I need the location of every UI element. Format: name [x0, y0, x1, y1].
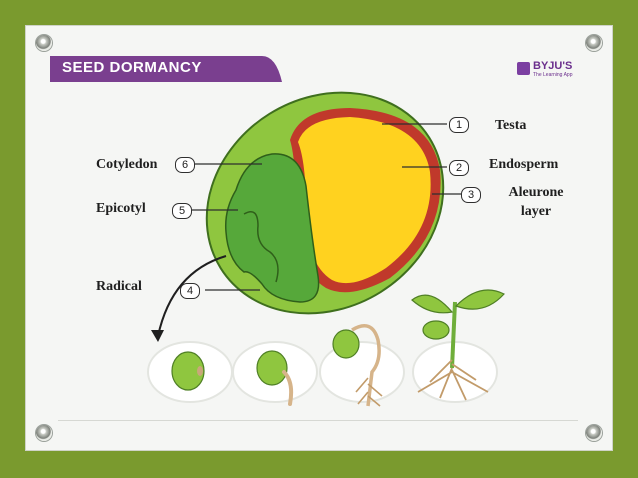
- brand-tagline: The Learning App: [533, 72, 573, 78]
- marker-6: 6: [175, 157, 195, 173]
- stage-3-stem: [351, 324, 381, 407]
- stage-3-cotyledon: [332, 329, 360, 359]
- title-band: [50, 56, 282, 82]
- page-title: SEED DORMANCY: [62, 59, 202, 76]
- label-radical: Radical: [96, 279, 142, 294]
- corner-pin-icon: [36, 35, 52, 51]
- stage-3-halo: [319, 341, 405, 403]
- corner-pin-icon: [586, 425, 602, 441]
- stage-2-seed: [256, 350, 288, 386]
- corner-pin-icon: [36, 425, 52, 441]
- stage-3-roots: [355, 377, 383, 407]
- label-endosperm: Endosperm: [489, 157, 559, 172]
- stage-4-roots: [417, 359, 489, 401]
- stage-4-leaf-right: [454, 289, 505, 310]
- stage-1-seed: [171, 351, 205, 391]
- endosperm: [298, 117, 431, 284]
- label-aleurone-layer: Aleurone layer: [508, 185, 564, 219]
- marker-5: 5: [172, 203, 192, 219]
- arrow-head-icon: [151, 330, 164, 342]
- stage-4-halo: [412, 341, 498, 403]
- marker-1: 1: [449, 117, 469, 133]
- brand-name: BYJU'S: [533, 60, 573, 72]
- label-epicotyl: Epicotyl: [96, 201, 146, 216]
- marker-3: 3: [461, 187, 481, 203]
- marker-4: 4: [180, 283, 200, 299]
- corner-pin-icon: [586, 35, 602, 51]
- embryo: [224, 153, 320, 303]
- stage-4-cotyledon: [422, 320, 450, 340]
- stage-2-root: [282, 370, 294, 406]
- radicle: [243, 211, 279, 283]
- brand-mark-icon: [517, 62, 530, 75]
- stage-1-hilum: [197, 366, 203, 376]
- stage-4-leaf-left: [411, 294, 454, 314]
- label-testa: Testa: [495, 118, 527, 133]
- label-cotyledon: Cotyledon: [96, 157, 158, 172]
- marker-2: 2: [449, 160, 469, 176]
- brand-logo: BYJU'S The Learning App: [517, 60, 581, 80]
- footer-divider: [58, 420, 578, 421]
- stage-4-stem: [450, 301, 457, 369]
